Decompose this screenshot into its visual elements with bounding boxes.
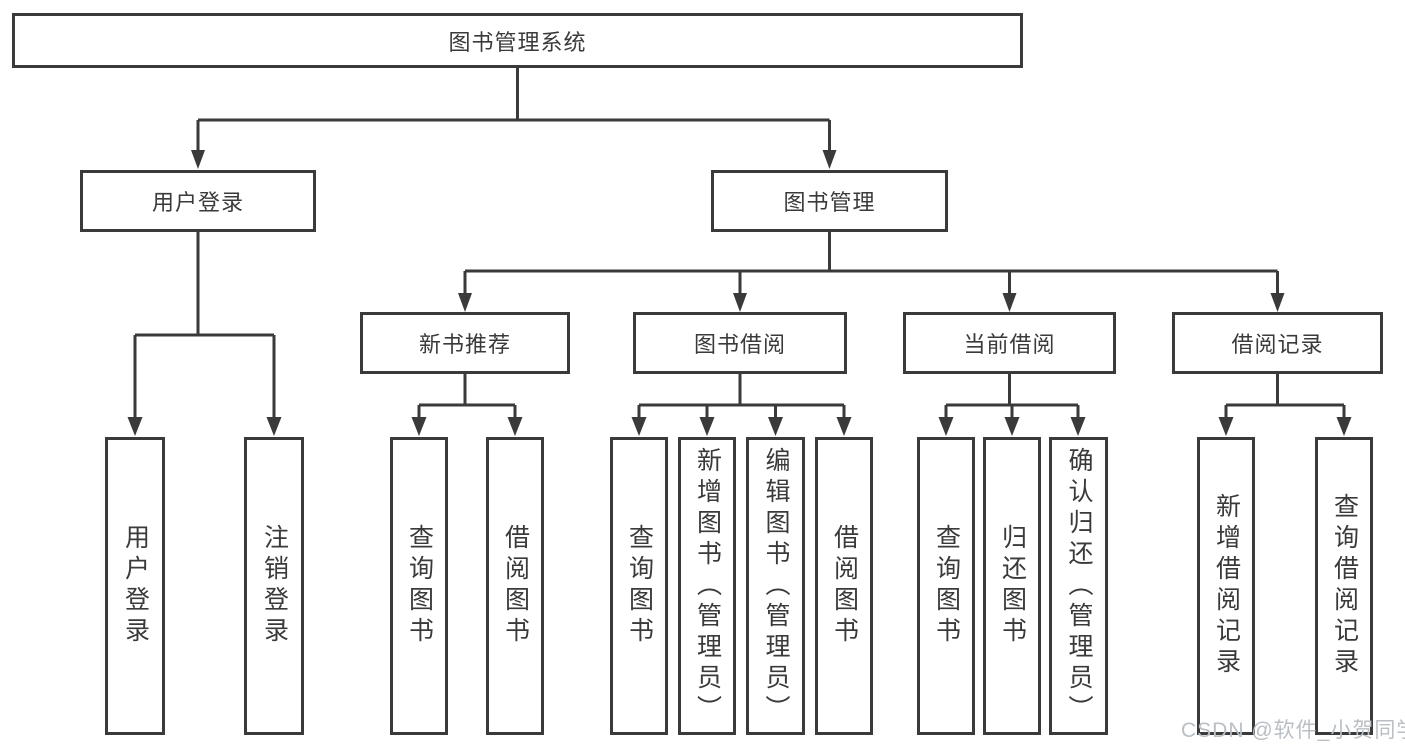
node-label: 查询图书 xyxy=(932,524,961,648)
leaf-query-borrow-record: 查询借阅记录 xyxy=(1315,437,1373,735)
node-new-book-recommendation: 新书推荐 xyxy=(360,312,570,374)
leaf-borrow-books-borrowing: 借阅图书 xyxy=(815,437,873,735)
node-label: 图书管理系统 xyxy=(448,29,587,55)
leaf-user-login: 用户登录 xyxy=(105,437,165,735)
arrowhead xyxy=(1270,293,1285,312)
node-current-borrowing: 当前借阅 xyxy=(903,312,1116,374)
node-label: 归还图书 xyxy=(998,524,1027,648)
node-label: 确认归还（管理员） xyxy=(1065,446,1093,726)
node-label: 图书借阅 xyxy=(693,332,786,357)
leaf-add-books-admin: 新增图书（管理员） xyxy=(678,437,736,735)
arrowhead xyxy=(699,417,715,436)
arrowhead xyxy=(266,417,282,436)
leaf-logout: 注销登录 xyxy=(244,437,304,735)
node-book-management-branch: 图书管理 xyxy=(711,170,948,232)
leaf-confirm-return-admin: 确认归还（管理员） xyxy=(1049,437,1108,735)
arrowhead xyxy=(1004,417,1020,436)
node-label: 借阅记录 xyxy=(1231,332,1324,357)
arrowhead xyxy=(938,417,954,436)
node-label: 借阅图书 xyxy=(830,524,859,648)
node-user-login-branch: 用户登录 xyxy=(80,170,316,232)
node-label: 查询借阅记录 xyxy=(1330,493,1359,679)
node-book-borrowing: 图书借阅 xyxy=(633,312,847,374)
leaf-edit-books-admin: 编辑图书（管理员） xyxy=(746,437,805,735)
arrowhead xyxy=(127,417,143,436)
node-label: 编辑图书（管理员） xyxy=(762,446,790,726)
node-label: 图书管理 xyxy=(783,190,876,215)
leaf-query-books-borrowing: 查询图书 xyxy=(610,437,668,735)
leaf-borrow-books-recommendation: 借阅图书 xyxy=(486,437,544,735)
arrowhead xyxy=(1002,293,1017,312)
node-library-management-system: 图书管理系统 xyxy=(12,13,1023,68)
node-label: 查询图书 xyxy=(405,524,434,648)
arrowhead xyxy=(411,417,427,436)
node-label: 用户登录 xyxy=(121,524,150,648)
arrowhead xyxy=(733,293,747,312)
leaf-return-books: 归还图书 xyxy=(983,437,1041,735)
node-label: 查询图书 xyxy=(625,524,654,648)
node-label: 注销登录 xyxy=(260,524,289,648)
arrowhead xyxy=(631,417,647,436)
arrowhead xyxy=(1336,417,1352,436)
node-label: 当前借阅 xyxy=(963,332,1056,357)
arrowhead xyxy=(822,150,837,169)
node-label: 新书推荐 xyxy=(418,332,511,357)
arrowhead xyxy=(768,417,783,436)
tree-connector-path xyxy=(133,68,1346,420)
arrowhead xyxy=(836,417,852,436)
node-label: 用户登录 xyxy=(151,190,244,215)
leaf-query-books-recommendation: 查询图书 xyxy=(390,437,448,735)
arrowhead xyxy=(1218,417,1234,436)
csdn-watermark: CSDN @软件_小贺同学 xyxy=(1181,719,1405,742)
arrowhead xyxy=(1070,417,1086,436)
node-label: 新增图书（管理员） xyxy=(693,446,722,726)
node-label: 新增借阅记录 xyxy=(1212,493,1241,679)
leaf-query-books-current: 查询图书 xyxy=(917,437,975,735)
arrowhead xyxy=(458,293,472,312)
node-label: 借阅图书 xyxy=(501,524,530,648)
leaf-add-borrow-record: 新增借阅记录 xyxy=(1197,437,1255,735)
node-borrowing-records: 借阅记录 xyxy=(1172,312,1383,374)
arrowhead xyxy=(507,417,523,436)
arrowhead xyxy=(191,150,205,169)
